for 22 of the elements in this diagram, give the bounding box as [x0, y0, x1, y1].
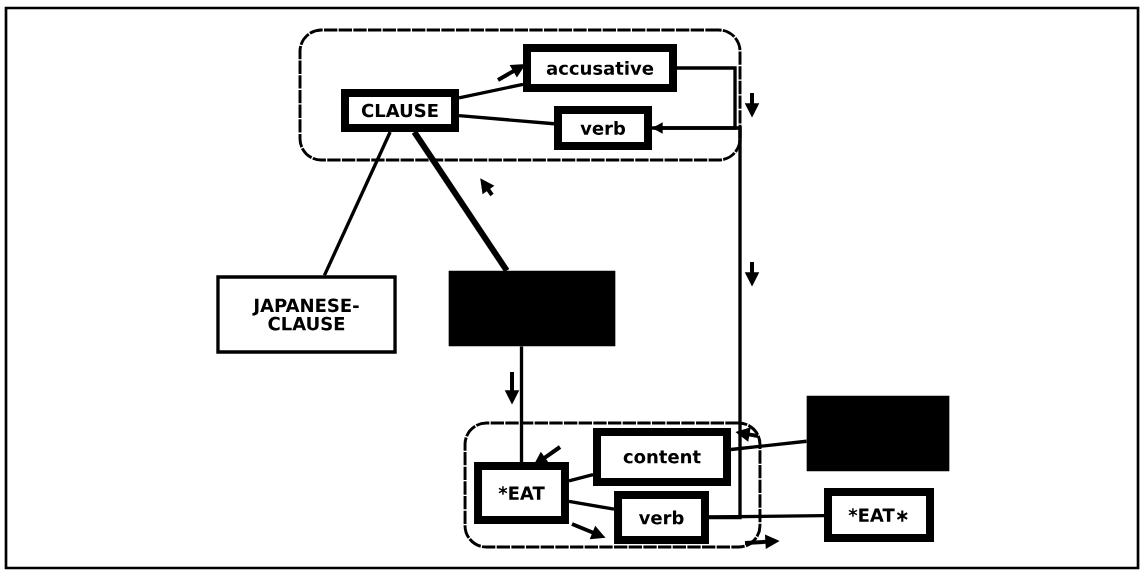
group-outline	[298, 28, 742, 162]
connector	[411, 130, 510, 273]
label-box: JAPANESE-CLAUSE	[216, 275, 397, 354]
label-box: *EAT∗	[824, 488, 934, 542]
group-outline	[463, 421, 762, 549]
label-box: *EAT	[474, 462, 569, 524]
connector	[708, 513, 825, 519]
label-box: accusative	[523, 44, 677, 92]
connector	[730, 439, 807, 452]
connector	[652, 126, 742, 520]
connector	[322, 131, 392, 277]
label-box: verb	[554, 106, 652, 150]
connector	[568, 499, 615, 511]
label-box: content	[593, 428, 731, 486]
connector	[458, 82, 524, 100]
label-box: CLAUSE	[341, 89, 459, 132]
filled-box	[806, 395, 950, 472]
connector	[458, 113, 555, 126]
connector	[519, 346, 524, 462]
filled-box	[448, 270, 616, 347]
label-box: verb	[614, 490, 709, 545]
connector	[568, 473, 594, 483]
